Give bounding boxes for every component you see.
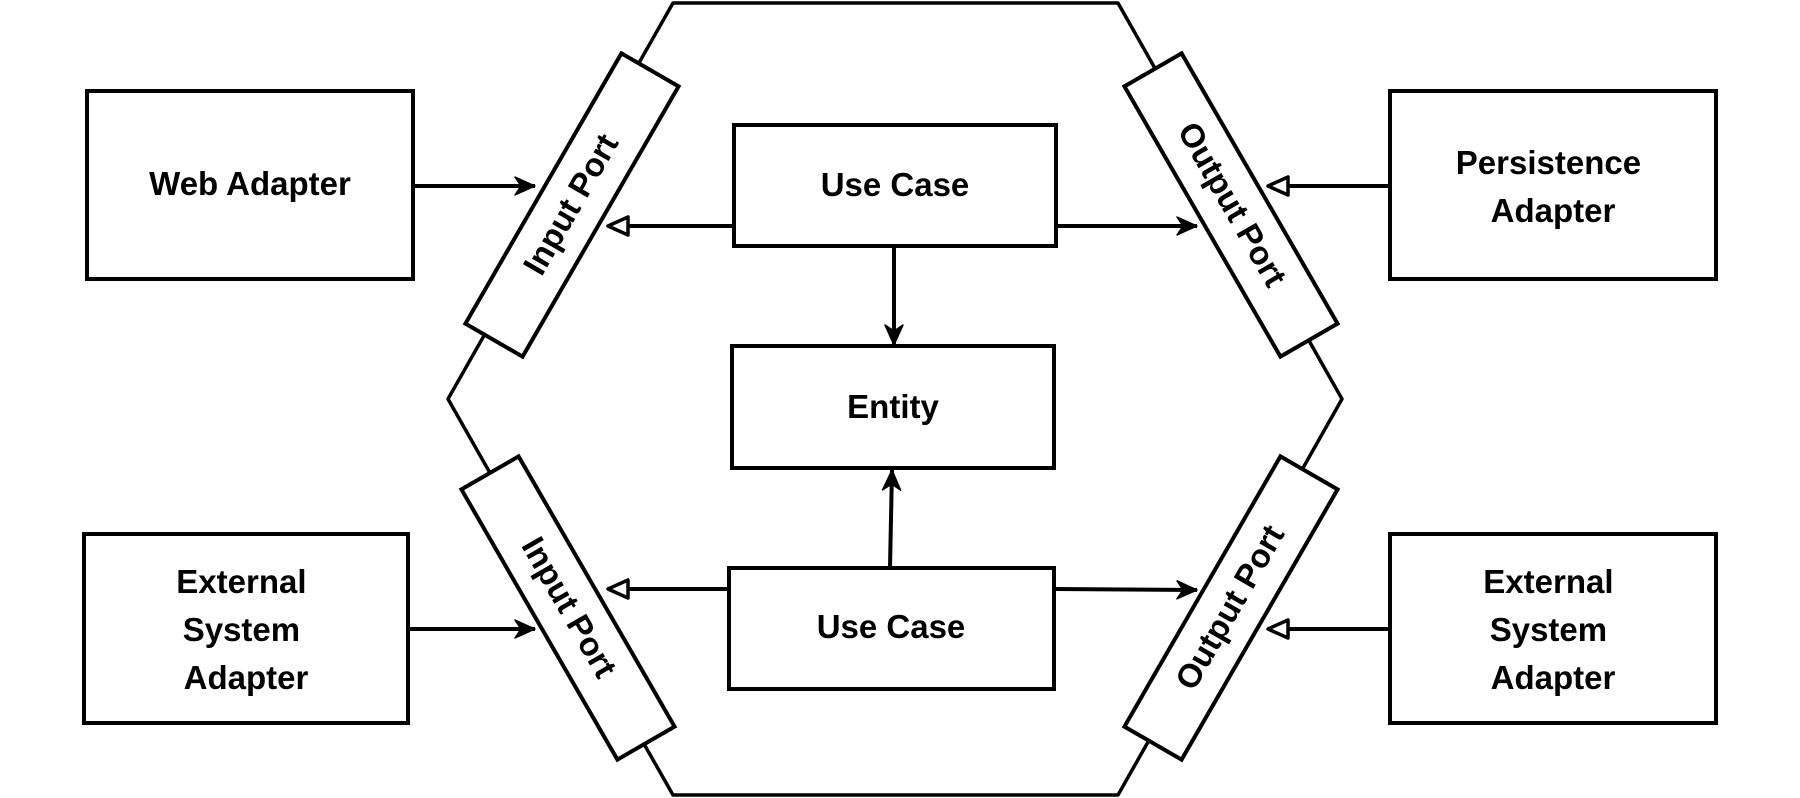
entity-box: Entity [730, 344, 1056, 470]
input-port-bottom: Input Port [458, 453, 678, 763]
use-case-bottom-label: Use Case [817, 608, 966, 645]
output-port-top: Output Port [1121, 50, 1341, 360]
input-port-top: Input Port [462, 50, 682, 360]
external-system-adapter-left-label: External System Adapter [176, 563, 315, 696]
external-system-adapter-right-label: External System Adapter [1483, 563, 1622, 696]
use-case-bottom-box: Use Case [727, 566, 1056, 691]
edge-use-case-to-output-port-bottom [1053, 580, 1198, 600]
edge-use-case-bottom-to-entity [881, 469, 902, 568]
entity-label: Entity [847, 388, 939, 425]
edges [408, 175, 1390, 640]
persistence-adapter-box: Persistence Adapter [1388, 89, 1718, 281]
persistence-adapter-label: Persistence Adapter [1456, 144, 1650, 229]
output-port-bottom: Output Port [1121, 453, 1341, 763]
external-system-adapter-left-box: External System Adapter [82, 532, 410, 725]
use-case-top-box: Use Case [732, 123, 1058, 248]
external-system-adapter-right-box: External System Adapter [1388, 532, 1718, 725]
application-hexagon [446, 1, 1344, 797]
web-adapter-box: Web Adapter [85, 89, 415, 281]
use-case-top-label: Use Case [821, 166, 970, 203]
web-adapter-label: Web Adapter [149, 165, 351, 202]
